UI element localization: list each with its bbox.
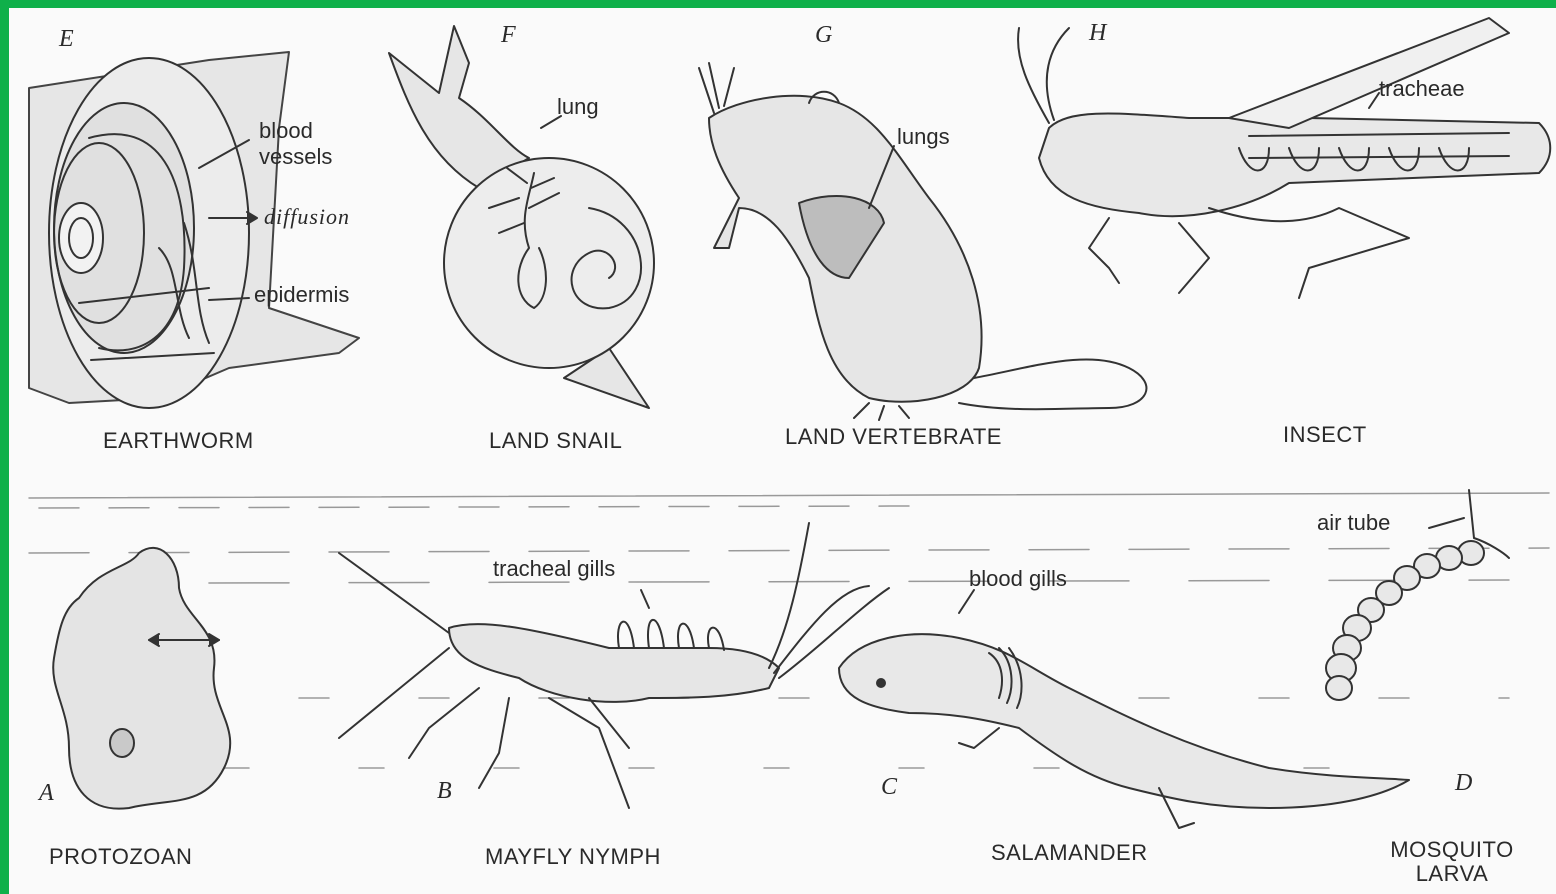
- name-mayfly-nymph: MAYFLY NYMPH: [485, 844, 661, 870]
- protozoan-drawing: [53, 548, 230, 809]
- name-salamander: SALAMANDER: [991, 840, 1148, 866]
- label-lung: lung: [557, 94, 599, 120]
- panel-letter-f: F: [501, 22, 516, 49]
- salamander-drawing: [839, 590, 1409, 828]
- label-tracheal-gills: tracheal gills: [493, 556, 615, 582]
- label-air-tube: air tube: [1317, 510, 1390, 536]
- panel-letter-c: C: [881, 774, 897, 801]
- name-mosquito-larva-line1: MOSQUITO: [1377, 838, 1527, 862]
- name-land-vertebrate: LAND VERTEBRATE: [785, 424, 1002, 450]
- label-blood-vessels-line2: vessels: [259, 144, 332, 170]
- panel-letter-b: B: [437, 778, 452, 805]
- name-mosquito-larva-line2: LARVA: [1377, 862, 1527, 886]
- name-insect: INSECT: [1283, 422, 1367, 448]
- panel-letter-a: A: [39, 780, 54, 807]
- label-blood-vessels-line1: blood: [259, 118, 313, 144]
- label-tracheae: tracheae: [1379, 76, 1465, 102]
- label-blood-gills: blood gills: [969, 566, 1067, 592]
- name-earthworm: EARTHWORM: [103, 428, 254, 454]
- label-lungs: lungs: [897, 124, 950, 150]
- panel-letter-h: H: [1089, 20, 1106, 47]
- earthworm-drawing: [29, 52, 359, 408]
- label-epidermis: epidermis: [254, 282, 349, 308]
- insect-drawing: [1018, 18, 1550, 298]
- panel-letter-g: G: [815, 22, 832, 49]
- panel-letter-e: E: [59, 26, 74, 53]
- panel-letter-d: D: [1455, 770, 1472, 797]
- name-mosquito-larva: MOSQUITO LARVA: [1377, 838, 1527, 886]
- name-land-snail: LAND SNAIL: [489, 428, 622, 454]
- name-protozoan: PROTOZOAN: [49, 844, 192, 870]
- label-diffusion: diffusion: [264, 204, 350, 230]
- diagram-frame: E F G H A B C D blood vessels diffusion …: [9, 8, 1556, 894]
- land-snail-drawing: [389, 26, 654, 408]
